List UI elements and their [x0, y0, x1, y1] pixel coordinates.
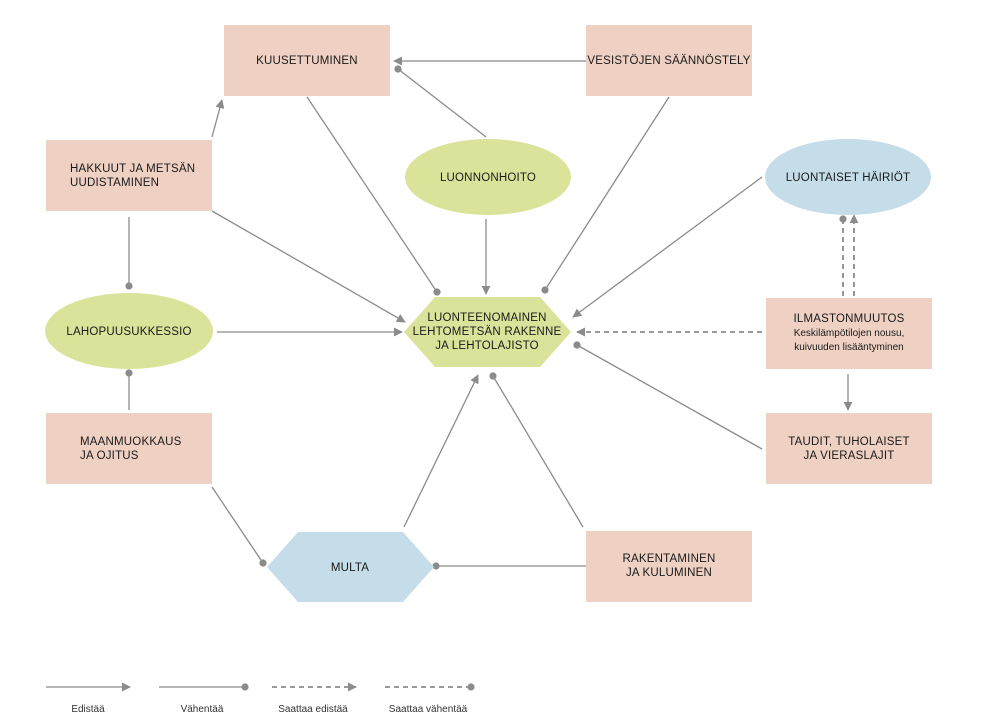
svg-text:JA KULUMINEN: JA KULUMINEN: [626, 567, 712, 579]
node-hakkuut-line1: HAKKUUT JA METSÄN: [70, 163, 195, 175]
legend-may-promote: Saattaa edistää: [272, 682, 357, 715]
svg-text:LUONTAISET HÄIRIÖT: LUONTAISET HÄIRIÖT: [786, 172, 911, 184]
legend-reduces: Vähentää: [159, 683, 249, 715]
node-ilmasto-title: ILMASTONMUUTOS: [794, 313, 905, 325]
svg-text:JA OJITUS: JA OJITUS: [80, 450, 139, 462]
legend: Edistää Vähentää Saattaa edistää Saattaa…: [46, 682, 475, 715]
svg-text:RAKENTAMINEN: RAKENTAMINEN: [623, 553, 716, 565]
svg-text:LUONTEENOMAINEN: LUONTEENOMAINEN: [427, 312, 546, 324]
node-lahopuusukkessio: LAHOPUUSUKKESSIO: [45, 293, 213, 369]
node-center-line3: JA LEHTOLAJISTO: [435, 340, 539, 352]
edge-kuusettuminen-center: [306, 96, 441, 296]
svg-text:LAHOPUUSUKKESSIO: LAHOPUUSUKKESSIO: [66, 326, 191, 338]
node-lahopuu-label: LAHOPUUSUKKESSIO: [66, 326, 191, 338]
legend-promotes-label: Edistää: [71, 704, 105, 715]
svg-text:Keskilämpötilojen nousu,: Keskilämpötilojen nousu,: [794, 328, 905, 339]
node-luonnonhoito: LUONNONHOITO: [405, 139, 571, 215]
node-maanmuokkaus-line2: JA OJITUS: [80, 450, 139, 462]
svg-text:LUONNONHOITO: LUONNONHOITO: [440, 172, 536, 184]
node-luontaiset-hairiot: LUONTAISET HÄIRIÖT: [765, 139, 931, 215]
node-luontaiset-label: LUONTAISET HÄIRIÖT: [786, 172, 911, 184]
node-rakentaminen-line1: RAKENTAMINEN: [623, 553, 716, 565]
node-kuusettuminen: KUUSETTUMINEN: [224, 25, 390, 96]
node-vesistojen-saannostely: VESISTÖJEN SÄÄNNÖSTELY: [586, 25, 752, 96]
node-center-line1: LUONTEENOMAINEN: [427, 312, 546, 324]
dashed-edges: [576, 214, 859, 337]
edge-luontaiset-center: [572, 176, 763, 318]
node-vesistojen-label: VESISTÖJEN SÄÄNNÖSTELY: [587, 55, 750, 67]
legend-may-reduce: Saattaa vähentää: [385, 683, 475, 715]
node-multa-label: MULTA: [331, 562, 369, 574]
node-taudit-line2: JA VIERASLAJIT: [804, 450, 895, 462]
node-rakentaminen: RAKENTAMINEN JA KULUMINEN: [586, 531, 752, 602]
legend-reduces-label: Vähentää: [181, 704, 224, 715]
node-luonnonhoito-label: LUONNONHOITO: [440, 172, 536, 184]
node-ilmastonmuutos: ILMASTONMUUTOS Keskilämpötilojen nousu, …: [766, 298, 932, 369]
node-hakkuut-line2: UUDISTAMINEN: [70, 177, 159, 189]
node-taudit-line1: TAUDIT, TUHOLAISET: [788, 436, 909, 448]
edge-multa-center: [403, 374, 479, 528]
edge-maanmuokkaus-multa: [211, 486, 267, 567]
edge-hakkuut-center: [211, 210, 406, 323]
svg-text:ILMASTONMUUTOS: ILMASTONMUUTOS: [794, 313, 905, 325]
node-kuusettuminen-label: KUUSETTUMINEN: [256, 55, 358, 67]
edge-taudit-center: [573, 341, 763, 450]
svg-text:TAUDIT, TUHOLAISET: TAUDIT, TUHOLAISET: [788, 436, 909, 448]
node-center-line2: LEHTOMETSÄN RAKENNE: [413, 326, 562, 338]
svg-text:MULTA: MULTA: [331, 562, 369, 574]
edge-rakentaminen-center: [489, 372, 584, 528]
edge-hakkuut-kuusettuminen: [211, 99, 225, 138]
legend-promotes: Edistää: [46, 682, 131, 715]
legend-may-reduce-label: Saattaa vähentää: [389, 704, 468, 715]
edges: [125, 56, 853, 570]
svg-text:UUDISTAMINEN: UUDISTAMINEN: [70, 177, 159, 189]
svg-text:JA VIERASLAJIT: JA VIERASLAJIT: [804, 450, 895, 462]
edge-vesistojen-center: [541, 96, 670, 294]
node-maanmuokkaus-line1: MAANMUOKKAUS: [80, 436, 182, 448]
node-ilmasto-sub1: Keskilämpötilojen nousu,: [794, 328, 905, 339]
node-multa-hexagon: MULTA: [267, 532, 434, 602]
node-hakkuut: HAKKUUT JA METSÄN UUDISTAMINEN: [46, 140, 212, 211]
svg-text:LEHTOMETSÄN RAKENNE: LEHTOMETSÄN RAKENNE: [413, 326, 562, 338]
svg-text:JA LEHTOLAJISTO: JA LEHTOLAJISTO: [435, 340, 539, 352]
svg-text:HAKKUUT JA METSÄN: HAKKUUT JA METSÄN: [70, 163, 195, 175]
node-ilmasto-sub2: kuivuuden lisääntyminen: [794, 342, 904, 353]
node-taudit: TAUDIT, TUHOLAISET JA VIERASLAJIT: [766, 413, 932, 484]
node-rakentaminen-line2: JA KULUMINEN: [626, 567, 712, 579]
svg-text:MAANMUOKKAUS: MAANMUOKKAUS: [80, 436, 182, 448]
node-maanmuokkaus: MAANMUOKKAUS JA OJITUS: [46, 413, 212, 484]
svg-text:VESISTÖJEN SÄÄNNÖSTELY: VESISTÖJEN SÄÄNNÖSTELY: [587, 55, 750, 67]
legend-may-promote-label: Saattaa edistää: [278, 704, 348, 715]
edge-luonnonhoito-kuusettuminen: [394, 65, 487, 138]
svg-text:KUUSETTUMINEN: KUUSETTUMINEN: [256, 55, 358, 67]
svg-text:kuivuuden lisääntyminen: kuivuuden lisääntyminen: [794, 342, 904, 353]
node-center-hexagon: LUONTEENOMAINEN LEHTOMETSÄN RAKENNE JA L…: [404, 297, 571, 367]
